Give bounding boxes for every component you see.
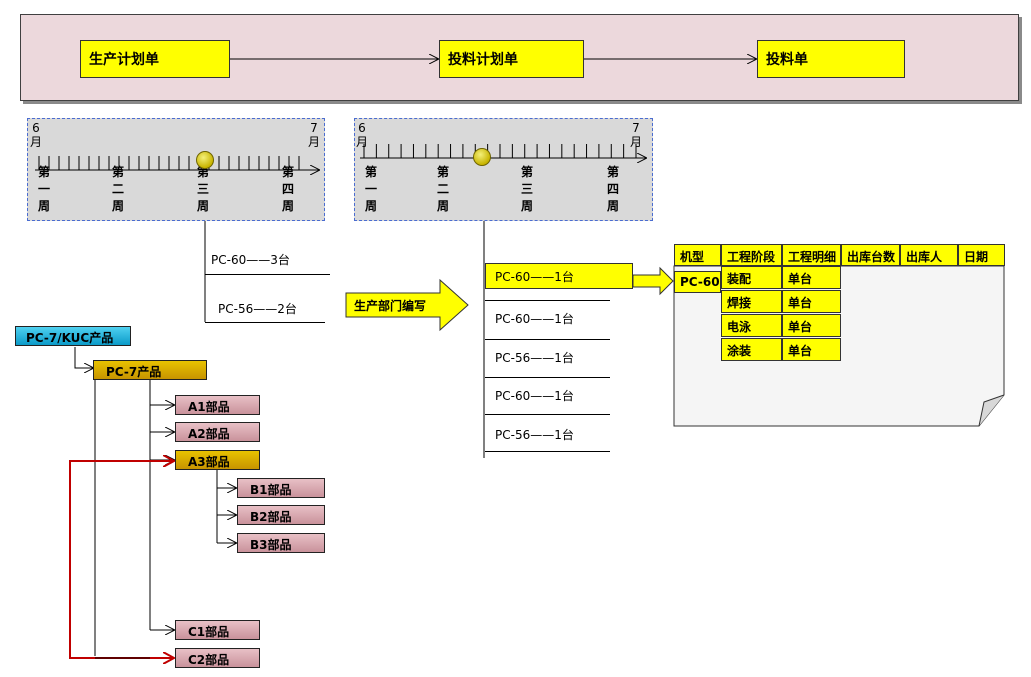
ruler-right bbox=[354, 118, 653, 221]
table-model-cell: PC-60 bbox=[674, 271, 721, 293]
right-item-2[interactable]: PC-60——1台 bbox=[495, 312, 574, 326]
right-item-3[interactable]: PC-56——1台 bbox=[495, 351, 574, 365]
ruler-left-week-3: 第三周 bbox=[196, 165, 209, 213]
tree-node-b2[interactable]: B2部品 bbox=[237, 505, 325, 525]
flow-step-production-plan[interactable]: 生产计划单 bbox=[80, 40, 230, 78]
right-item-4[interactable]: PC-60——1台 bbox=[495, 389, 574, 403]
table-detail-cell: 单台 bbox=[782, 290, 841, 313]
tree-root-node[interactable]: PC-7/KUC产品 bbox=[15, 326, 131, 346]
ruler-right-week-2: 第二周 bbox=[436, 165, 449, 213]
ruler-left-week-4: 第四周 bbox=[281, 165, 294, 213]
right-item-highlight[interactable] bbox=[485, 263, 633, 289]
flow-step-material-order[interactable]: 投料单 bbox=[757, 40, 905, 78]
right-item-1[interactable]: PC-60——1台 bbox=[495, 270, 574, 284]
ruler-right-ticks bbox=[360, 144, 653, 221]
ruler-right-marker[interactable] bbox=[473, 148, 491, 166]
tree-node-a1[interactable]: A1部品 bbox=[175, 395, 260, 415]
ruler-right-week-3: 第三周 bbox=[520, 165, 533, 213]
tree-node-b1[interactable]: B1部品 bbox=[237, 478, 325, 498]
tree-product-node[interactable]: PC-7产品 bbox=[93, 360, 207, 380]
table-header-detail: 工程明细 bbox=[782, 244, 841, 266]
ruler-left-week-2: 第二周 bbox=[111, 165, 124, 213]
tree-node-a2[interactable]: A2部品 bbox=[175, 422, 260, 442]
ruler-left-week-1: 第一周 bbox=[37, 165, 50, 213]
ruler-right-week-4: 第四周 bbox=[606, 165, 619, 213]
tree-node-c2[interactable]: C2部品 bbox=[175, 648, 260, 668]
to-table-arrow bbox=[632, 266, 674, 296]
table-stage-cell: 涂装 bbox=[721, 338, 782, 361]
table-header-stage: 工程阶段 bbox=[721, 244, 782, 266]
dept-arrow-label: 生产部门编写 bbox=[354, 299, 427, 313]
table-stage-cell: 焊接 bbox=[721, 290, 782, 313]
dept-arrow-shape bbox=[345, 278, 469, 332]
ruler-left-marker[interactable] bbox=[196, 151, 214, 169]
left-item-1: PC-60——3台 bbox=[211, 253, 290, 267]
flow-step-material-plan[interactable]: 投料计划单 bbox=[439, 40, 584, 78]
table-stage-cell: 电泳 bbox=[721, 314, 782, 337]
table-header-model: 机型 bbox=[674, 244, 721, 266]
tree-node-b3[interactable]: B3部品 bbox=[237, 533, 325, 553]
tree-node-c1[interactable]: C1部品 bbox=[175, 620, 260, 640]
table-detail-cell: 单台 bbox=[782, 314, 841, 337]
right-item-5[interactable]: PC-56——1台 bbox=[495, 428, 574, 442]
tree-link-root bbox=[74, 347, 93, 368]
ruler-right-week-1: 第一周 bbox=[364, 165, 377, 213]
table-header-date: 日期 bbox=[958, 244, 1005, 266]
table-header-qty: 出库台数 bbox=[841, 244, 900, 266]
table-stage-cell: 装配 bbox=[721, 266, 782, 289]
left-item-divider bbox=[205, 274, 330, 275]
table-header-person: 出库人 bbox=[900, 244, 958, 266]
tree-node-a3[interactable]: A3部品 bbox=[175, 450, 260, 470]
table-detail-cell: 单台 bbox=[782, 338, 841, 361]
red-link-a3-c2 bbox=[69, 460, 174, 659]
left-item-bottom bbox=[205, 322, 325, 323]
table-detail-cell: 单台 bbox=[782, 266, 841, 289]
left-item-2: PC-56——2台 bbox=[218, 302, 297, 316]
